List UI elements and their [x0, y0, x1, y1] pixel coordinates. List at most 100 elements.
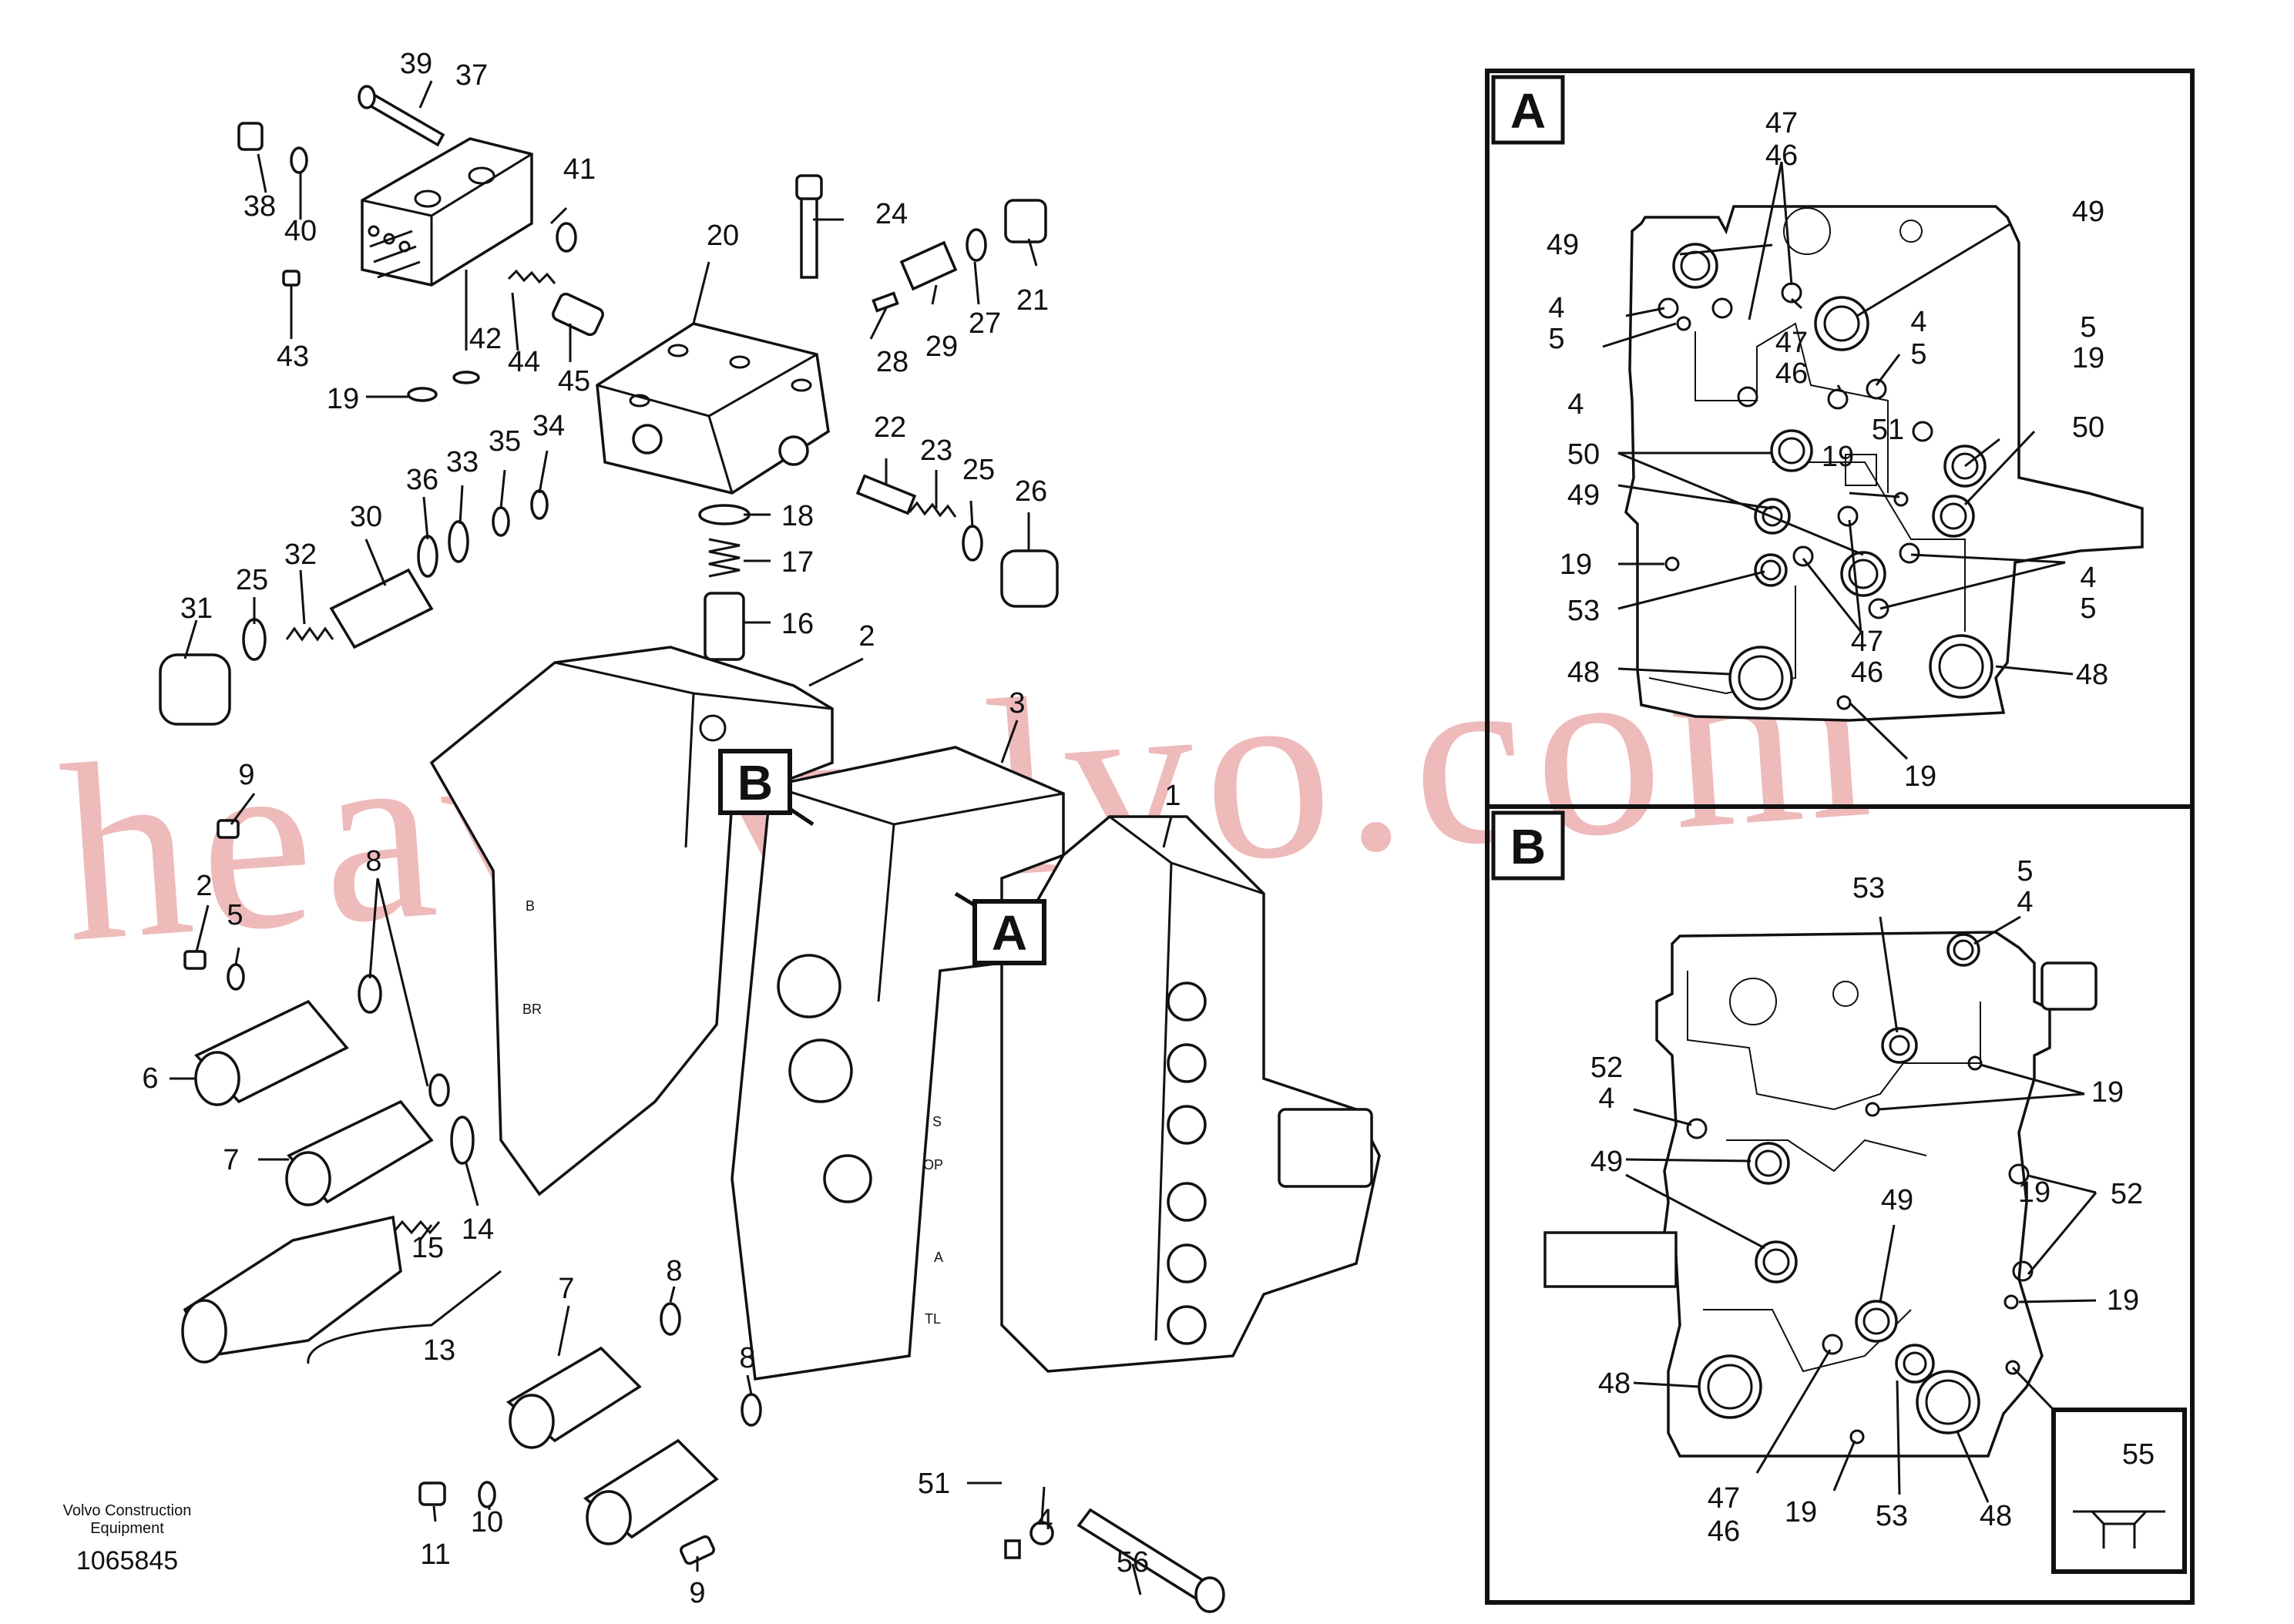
- bolt-24-head: [795, 174, 823, 200]
- oring-25: [242, 618, 267, 661]
- oring-8-bottom-b: [741, 1393, 762, 1427]
- b-label-47: 47: [1708, 1482, 1740, 1515]
- a-label-4-lower: 4: [2080, 562, 2096, 594]
- b-label-48-right: 48: [1980, 1500, 2012, 1532]
- inset-55: [2051, 1408, 2187, 1574]
- label-25-left: 25: [236, 564, 268, 596]
- b-label-4-left: 4: [1598, 1082, 1614, 1115]
- panel-b-leaders: [1625, 915, 2098, 1503]
- label-28: 28: [876, 346, 909, 378]
- a-label-49-right: 49: [2072, 196, 2104, 228]
- a-label-4-right: 5: [2080, 311, 2096, 344]
- b-label-5: 5: [2017, 855, 2033, 887]
- piston-16: [704, 592, 745, 661]
- b-label-53-bottom: 53: [1876, 1500, 1908, 1532]
- a-label-19-center: 19: [1822, 441, 1854, 473]
- plug-21: [1004, 199, 1047, 243]
- oring-41: [556, 222, 577, 253]
- label-16: 16: [781, 608, 814, 640]
- pin-28: [872, 291, 899, 313]
- spool-13-end: [181, 1299, 227, 1364]
- plug-11: [418, 1481, 446, 1506]
- label-7-bottom: 7: [558, 1273, 574, 1305]
- b-label-19-lower: 19: [2107, 1284, 2139, 1317]
- a-label-19-bottom: 19: [1904, 760, 1936, 793]
- label-35: 35: [489, 425, 521, 458]
- a-label-49-left: 49: [1547, 229, 1579, 261]
- b-label-52-left: 52: [1590, 1052, 1623, 1084]
- label-37: 37: [455, 59, 488, 92]
- actuator-8-bottom-cap: [586, 1490, 632, 1545]
- a-label-46-lower: 46: [1851, 656, 1883, 689]
- b-label-4: 4: [2017, 886, 2033, 918]
- plug-26: [1000, 549, 1059, 608]
- oring-33: [448, 520, 469, 563]
- b-label-53-top: 53: [1852, 872, 1885, 904]
- label-8-left: 8: [365, 845, 381, 877]
- bolt-39-head: [358, 85, 376, 109]
- label-31: 31: [180, 592, 213, 625]
- valve-face-a: [1624, 205, 2144, 722]
- a-label-5-lower: 5: [2080, 592, 2096, 625]
- label-20: 20: [707, 220, 739, 252]
- port-mark-op: OP: [923, 1157, 943, 1173]
- a-label-53: 53: [1567, 595, 1600, 627]
- label-13: 13: [423, 1334, 455, 1367]
- oring-27: [966, 228, 987, 262]
- valve-face-b-fitting: [2040, 961, 2098, 1011]
- label-8-mid: 8: [666, 1255, 682, 1287]
- label-10: 10: [471, 1506, 503, 1538]
- a-label-5-center: 46: [1775, 357, 1808, 390]
- screw-2-left: [183, 950, 207, 970]
- label-2: 2: [858, 620, 875, 653]
- b-label-48-left: 48: [1598, 1367, 1631, 1400]
- b-label-19-bottom: 19: [1785, 1496, 1817, 1528]
- washer-4: [1029, 1521, 1054, 1545]
- label-9-bottom: 9: [689, 1577, 705, 1609]
- label-43: 43: [277, 341, 309, 373]
- b-label-49-center: 49: [1881, 1184, 1913, 1216]
- b-label-49-left: 49: [1590, 1146, 1623, 1178]
- panel-a-labels: 47 46 49 49 4 5 4 5 47 46 4 5 19 50 51 4…: [1547, 107, 2108, 793]
- a-label-50-left: 50: [1567, 438, 1600, 471]
- label-23: 23: [920, 435, 952, 467]
- label-44: 44: [508, 346, 540, 378]
- label-11: 11: [420, 1538, 450, 1571]
- actuator-7-bottom-cap: [509, 1394, 555, 1449]
- screw-43: [282, 270, 301, 287]
- main-exploded-view: B A B BR S OP A TL: [63, 48, 1381, 1613]
- spring-44: [507, 269, 556, 284]
- oring-14: [450, 1116, 475, 1165]
- panel-a-tag-box: [1491, 75, 1565, 145]
- panel-a-tag: A: [1510, 83, 1546, 139]
- callout-a-letter: A: [992, 905, 1027, 961]
- port-mark-br: BR: [522, 1002, 542, 1017]
- drawing-number: 1065845: [76, 1546, 178, 1575]
- label-27: 27: [969, 307, 1001, 340]
- a-label-46-top: 46: [1765, 139, 1798, 172]
- oring-8-upper: [358, 974, 382, 1014]
- b-label-46: 46: [1708, 1515, 1740, 1548]
- a-label-47-lower: 47: [1851, 626, 1883, 658]
- label-8-bottom: 8: [739, 1342, 755, 1374]
- callout-b-letter: B: [737, 755, 773, 810]
- panel-a-ports: [1658, 243, 1993, 710]
- plug-31: [159, 653, 231, 726]
- pin-22: [855, 474, 917, 515]
- label-33: 33: [446, 446, 479, 478]
- bolt-39: [362, 90, 445, 147]
- b-label-52-right: 52: [2111, 1178, 2143, 1210]
- a-label-46-mid: 5: [1910, 338, 1926, 371]
- label-9-top: 9: [238, 759, 254, 791]
- a-label-4-center: 47: [1775, 327, 1808, 359]
- label-24: 24: [875, 198, 908, 230]
- oring-10: [478, 1481, 496, 1508]
- a-label-47-top: 47: [1765, 107, 1798, 139]
- label-34: 34: [532, 410, 565, 442]
- label-38: 38: [244, 190, 276, 223]
- detail-panel-b: B: [1485, 804, 2195, 1605]
- b-label-19-upper: 19: [2091, 1076, 2124, 1109]
- label-45: 45: [558, 365, 590, 398]
